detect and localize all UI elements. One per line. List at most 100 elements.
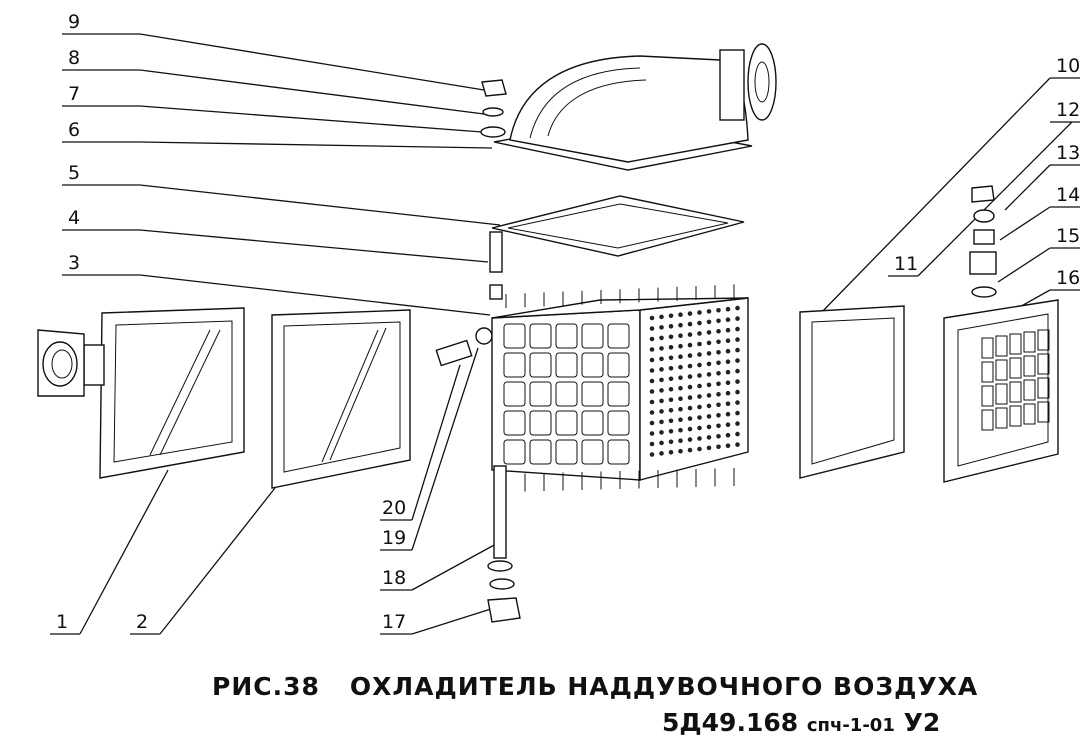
cover-cell: [981, 361, 994, 383]
core-hole: [697, 425, 702, 431]
core-hole: [706, 372, 712, 377]
core-hole: [687, 426, 693, 432]
core-hole: [697, 436, 702, 441]
core-hole: [687, 405, 693, 411]
bottom-cover-icon: [37, 307, 245, 479]
core-tube-cell: [555, 352, 578, 378]
cover-cell: [1037, 353, 1050, 375]
cover-cell: [1009, 381, 1022, 403]
core-hole: [716, 434, 721, 439]
callout-11: 11: [894, 253, 918, 275]
core-hole: [659, 440, 664, 446]
core-hole: [659, 346, 664, 351]
core-hole: [706, 361, 712, 367]
core-hole-pattern: [649, 305, 740, 457]
core-hole: [706, 382, 712, 388]
cover-cell: [995, 407, 1008, 429]
code-suffix: У2: [903, 708, 941, 737]
core-tube-cell: [555, 323, 578, 349]
core-hole: [706, 330, 712, 335]
core-hole: [659, 325, 664, 330]
core-hole: [678, 438, 683, 444]
core-hole: [725, 401, 731, 407]
cover-cell: [1023, 331, 1036, 353]
callout-15: 15: [1056, 225, 1080, 247]
core-hole: [678, 375, 683, 381]
core-hole: [659, 356, 664, 362]
core-hole: [649, 452, 655, 457]
core-hole: [697, 310, 702, 315]
callout-6: 6: [68, 119, 80, 141]
core-hole: [687, 395, 693, 400]
core-hole: [659, 419, 664, 425]
core-hole: [735, 379, 740, 384]
core-hole: [678, 364, 683, 370]
callout-1: 1: [56, 611, 68, 633]
core-tube-cell: [529, 381, 552, 407]
core-hole: [735, 431, 740, 437]
core-hole: [687, 437, 693, 442]
core-hole: [706, 414, 712, 419]
tie-bolt-icon: [487, 465, 521, 623]
callout-2: 2: [136, 611, 148, 633]
core-hole: [716, 318, 721, 324]
core-tube-cell: [529, 323, 552, 349]
core-tube-cell: [555, 410, 578, 436]
core-hole: [706, 319, 712, 325]
core-hole: [659, 398, 664, 404]
core-hole: [668, 376, 674, 382]
core-hole: [697, 383, 702, 389]
core-tube-cell: [503, 410, 526, 436]
core-hole: [687, 342, 693, 348]
core-hole: [706, 424, 712, 430]
core-pins: [505, 284, 735, 492]
core-hole: [668, 334, 674, 340]
drawing-code: 5Д49.168 спч-1-01 У2: [662, 708, 940, 737]
core-hole: [649, 420, 655, 426]
core-hole: [706, 393, 712, 398]
core-hole: [716, 371, 721, 376]
core-hole: [716, 339, 721, 345]
cover-cell: [1009, 357, 1022, 379]
core-tube-cell: [529, 410, 552, 436]
callout-9: 9: [68, 11, 80, 33]
cover-cell: [995, 335, 1008, 357]
figure-name: ОХЛАДИТЕЛЬ НАДДУВОЧНОГО ВОЗДУХА: [349, 672, 979, 701]
core-hole: [697, 394, 702, 399]
core-hole: [649, 336, 655, 342]
core-hole: [649, 389, 655, 394]
cover-grid: [981, 329, 1050, 431]
figure-number: РИС.38: [212, 672, 320, 701]
core-hole: [678, 427, 683, 433]
core-hole: [659, 335, 664, 341]
cover-cell: [1037, 377, 1050, 399]
callout-10: 10: [1056, 55, 1080, 77]
core-hole: [687, 311, 693, 316]
callout-5: 5: [68, 162, 80, 184]
core-hole: [678, 417, 683, 423]
core-hole: [735, 410, 740, 416]
core-hole: [735, 421, 740, 426]
core-hole: [735, 389, 740, 395]
core-tube-cell: [581, 410, 604, 436]
core-hole: [735, 337, 740, 342]
core-hole: [716, 329, 721, 334]
side-gasket-icon: [799, 305, 905, 479]
cover-cell: [981, 337, 994, 359]
core-hole: [706, 309, 712, 314]
core-hole: [659, 388, 664, 393]
code-main: 5Д49.168: [662, 708, 799, 737]
core-hole: [697, 352, 702, 357]
core-hole: [649, 431, 655, 436]
core-hole: [659, 314, 664, 320]
core-hole: [725, 327, 731, 333]
core-hole: [668, 345, 674, 350]
callout-7: 7: [68, 83, 80, 105]
core-hole: [649, 368, 655, 373]
core-hole: [687, 374, 693, 379]
core-hole: [678, 322, 683, 328]
core-hole: [725, 348, 731, 354]
callout-3: 3: [68, 252, 80, 274]
core-hole: [697, 320, 702, 326]
